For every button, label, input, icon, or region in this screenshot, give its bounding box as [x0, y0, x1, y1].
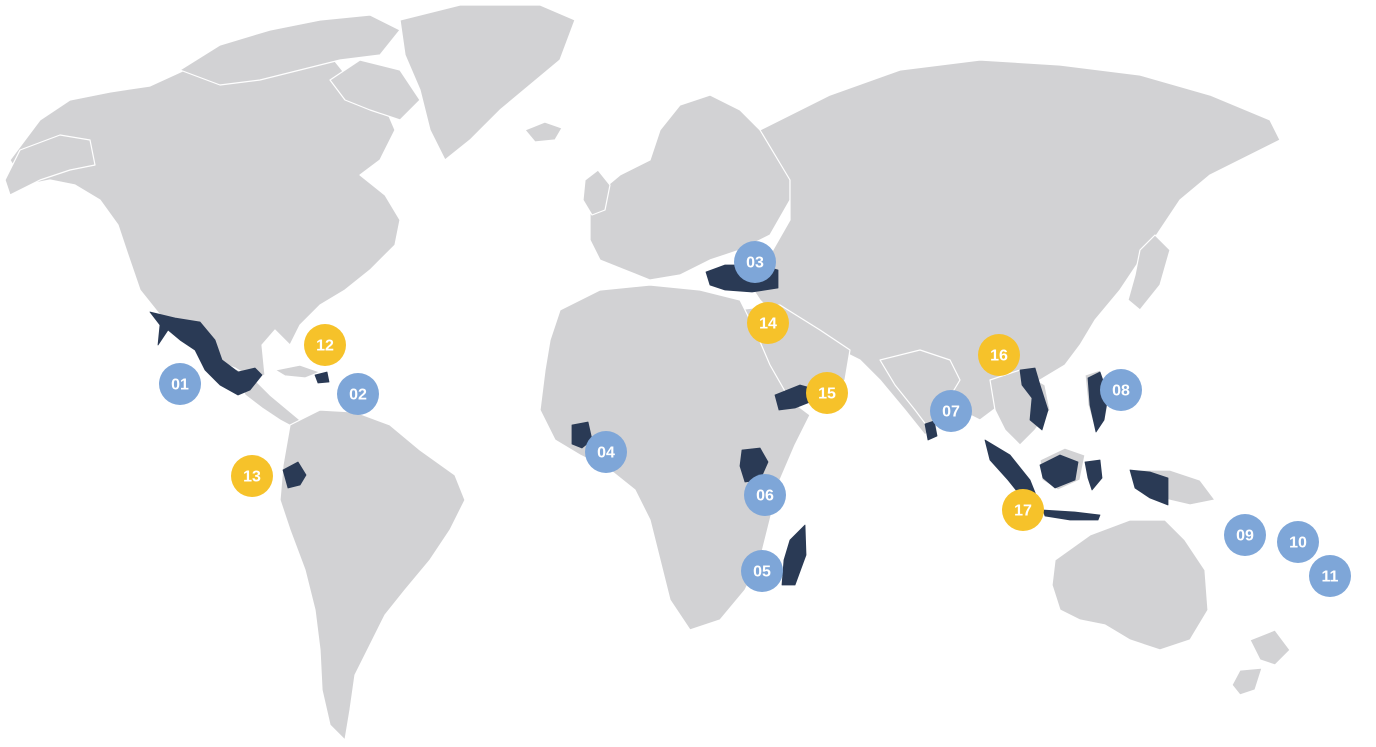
marker-label: 08: [1112, 383, 1130, 400]
marker-06: 06: [744, 474, 786, 516]
land-alaska: [4, 134, 96, 196]
marker-label: 13: [243, 469, 261, 486]
marker-circle: [747, 302, 789, 344]
land-japan: [1127, 234, 1171, 311]
marker-13: 13: [231, 455, 273, 497]
country-mexico: [149, 311, 263, 396]
marker-16: 16: [978, 334, 1020, 376]
marker-circle: [1002, 489, 1044, 531]
marker-circle: [1224, 514, 1266, 556]
marker-circle: [978, 334, 1020, 376]
land-arctic-islands: [179, 14, 401, 86]
country-sulawesi: [1084, 459, 1103, 491]
landmasses: [4, 4, 1291, 741]
marker-15: 15: [806, 372, 848, 414]
land-australia: [1051, 519, 1209, 651]
marker-14: 14: [747, 302, 789, 344]
country-borneo-indonesia: [1039, 454, 1079, 489]
marker-circle: [734, 241, 776, 283]
marker-circle: [930, 390, 972, 432]
country-papua: [1129, 469, 1169, 506]
marker-label: 15: [818, 386, 836, 403]
marker-circle: [741, 550, 783, 592]
marker-label: 01: [171, 377, 189, 394]
country-vietnam: [1019, 367, 1049, 431]
marker-08: 08: [1100, 369, 1142, 411]
marker-07: 07: [930, 390, 972, 432]
marker-label: 12: [316, 338, 334, 355]
marker-circle: [1277, 521, 1319, 563]
land-baffin: [329, 59, 421, 121]
land-new-zealand: [1249, 629, 1291, 666]
marker-04: 04: [585, 431, 627, 473]
marker-label: 07: [942, 404, 960, 421]
marker-circle: [231, 455, 273, 497]
country-dominican-republic: [314, 371, 330, 384]
marker-label: 04: [597, 445, 615, 462]
land-iceland: [524, 121, 563, 143]
marker-circle: [585, 431, 627, 473]
marker-label: 14: [759, 316, 777, 333]
markers: 01 02 03 04 05 06 07 08 09 10 11 12 13 14 15 16 17: [159, 241, 1351, 597]
marker-circle: [1100, 369, 1142, 411]
marker-circle: [1309, 555, 1351, 597]
country-sri-lanka: [924, 420, 938, 441]
marker-12: 12: [304, 324, 346, 366]
land-greenland: [399, 4, 576, 161]
marker-03: 03: [734, 241, 776, 283]
land-caribbean: [274, 364, 321, 379]
land-new-zealand-south: [1231, 667, 1263, 696]
country-ecuador: [282, 461, 307, 489]
marker-10: 10: [1277, 521, 1319, 563]
land-british-isles: [582, 169, 611, 216]
marker-label: 10: [1289, 535, 1307, 552]
marker-label: 17: [1014, 503, 1032, 520]
country-java: [1042, 509, 1101, 521]
marker-label: 06: [756, 488, 774, 505]
marker-05: 05: [741, 550, 783, 592]
land-africa: [539, 284, 811, 631]
marker-label: 05: [753, 564, 771, 581]
marker-circle: [744, 474, 786, 516]
marker-01: 01: [159, 363, 201, 405]
marker-label: 11: [1322, 569, 1339, 586]
marker-circle: [159, 363, 201, 405]
marker-label: 02: [349, 387, 367, 404]
marker-11: 11: [1309, 555, 1351, 597]
land-south-america: [279, 409, 466, 741]
marker-label: 03: [746, 255, 764, 272]
marker-label: 16: [990, 348, 1008, 365]
marker-circle: [806, 372, 848, 414]
country-madagascar: [781, 524, 807, 586]
marker-circle: [337, 373, 379, 415]
marker-circle: [304, 324, 346, 366]
marker-09: 09: [1224, 514, 1266, 556]
marker-02: 02: [337, 373, 379, 415]
marker-label: 09: [1236, 528, 1254, 545]
marker-17: 17: [1002, 489, 1044, 531]
